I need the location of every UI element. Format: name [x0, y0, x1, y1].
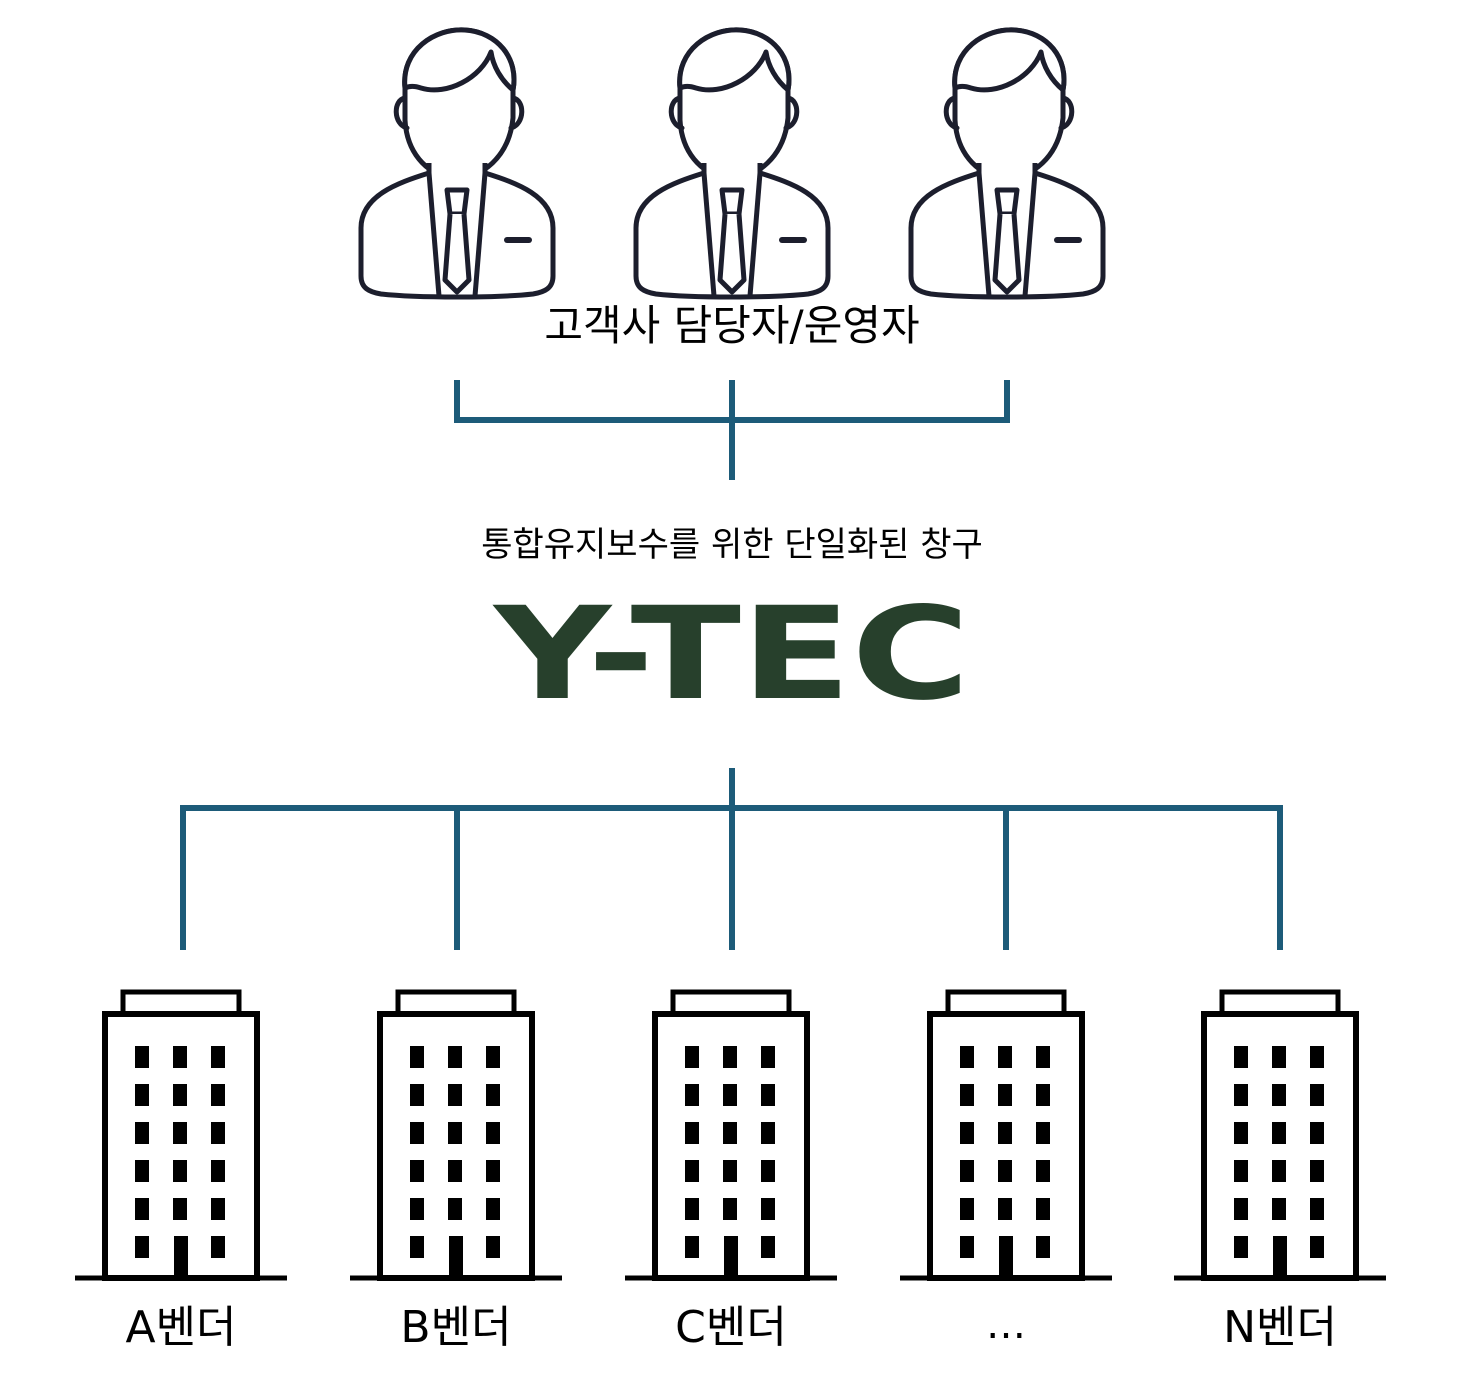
- vendor-n: N벤더: [1174, 992, 1386, 1353]
- bottom-connector: [180, 768, 1283, 950]
- vendor-b: B벤더: [350, 992, 562, 1353]
- vendor-label: C벤더: [675, 1302, 787, 1353]
- building-icon: [75, 992, 287, 1278]
- y-tec-logo: Y-TEC: [491, 580, 970, 729]
- customer-persons: [361, 30, 1103, 297]
- top-connector: [454, 380, 1010, 480]
- vendor-c: C벤더: [625, 992, 837, 1353]
- building-icon: [900, 992, 1112, 1278]
- building-icon: [1174, 992, 1386, 1278]
- vendor-label: …: [986, 1302, 1026, 1348]
- person-suit-icon: [911, 30, 1103, 297]
- customer-group-label: 고객사 담당자/운영자: [544, 301, 919, 350]
- building-icon: [350, 992, 562, 1278]
- person-suit-icon: [361, 30, 553, 297]
- building-icon: [625, 992, 837, 1278]
- vendor-ellipsis: …: [900, 992, 1112, 1348]
- vendor-a: A벤더: [75, 992, 287, 1353]
- vendor-label: A벤더: [125, 1302, 236, 1353]
- hub-subtitle: 통합유지보수를 위한 단일화된 창구: [481, 525, 983, 565]
- person-suit-icon: [636, 30, 828, 297]
- vendors: A벤더 B벤더 C벤더 … N벤더: [75, 992, 1386, 1353]
- vendor-label: B벤더: [400, 1302, 511, 1353]
- vendor-label: N벤더: [1223, 1302, 1337, 1353]
